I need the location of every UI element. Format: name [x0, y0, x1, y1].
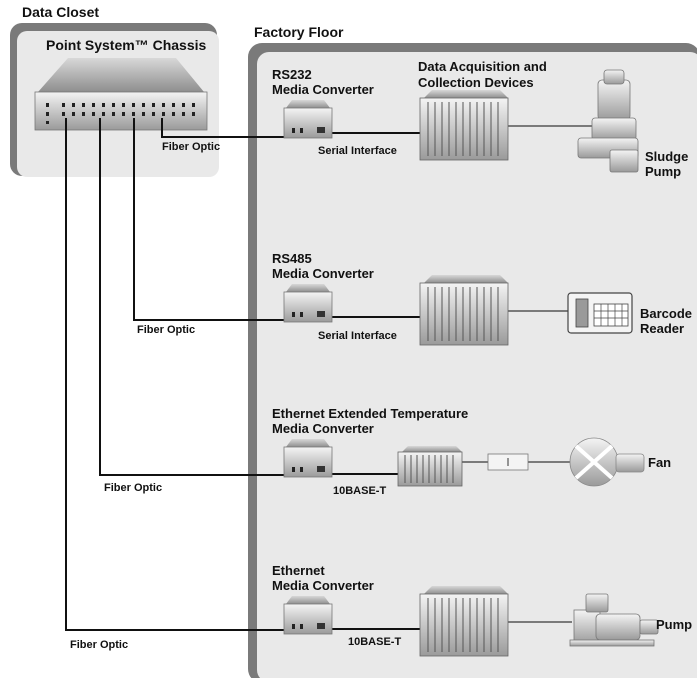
- eth-label-line2: Media Converter: [272, 578, 374, 593]
- fiber-label-eth: Fiber Optic: [70, 639, 128, 651]
- eth-ext-label-line1: Ethernet Extended Temperature: [272, 406, 468, 421]
- data-closet-title: Data Closet: [22, 4, 99, 20]
- eth-ext-label-line2: Media Converter: [272, 421, 374, 436]
- daq-device-4: [419, 586, 509, 657]
- daq-device-1: [419, 90, 509, 161]
- sludge-pump-label-line2: Pump: [645, 164, 681, 179]
- fiber-label-rs232: Fiber Optic: [162, 141, 220, 153]
- rs232-label-line2: Media Converter: [272, 82, 374, 97]
- factory-floor-panel: [248, 43, 697, 678]
- eth-link-label: 10BASE-T: [348, 636, 401, 648]
- eth-ext-media-converter: [283, 439, 333, 478]
- relay-box-icon: [487, 453, 529, 471]
- fiber-label-eth-ext: Fiber Optic: [104, 482, 162, 494]
- sludge-pump-icon: [577, 69, 639, 173]
- rs485-label-line2: Media Converter: [272, 266, 374, 281]
- daq-label-line1: Data Acquisition and: [418, 59, 547, 74]
- barcode-reader-label-line2: Reader: [640, 321, 684, 336]
- chassis-port-slots: [46, 103, 195, 124]
- fiber-label-rs485: Fiber Optic: [137, 324, 195, 336]
- barcode-reader-label-line1: Barcode: [640, 306, 692, 321]
- rs232-link-label: Serial Interface: [318, 145, 397, 157]
- rs232-label-line1: RS232: [272, 67, 312, 82]
- rs485-media-converter: [283, 284, 333, 323]
- chassis-title: Point System™ Chassis: [46, 37, 206, 53]
- rs485-label-line1: RS485: [272, 251, 312, 266]
- daq-device-3: [397, 446, 463, 487]
- fiber-link-rs485: [133, 118, 288, 321]
- eth-label-line1: Ethernet: [272, 563, 325, 578]
- rs485-link-label: Serial Interface: [318, 330, 397, 342]
- fan-icon: [569, 437, 645, 487]
- eth-ext-link-label: 10BASE-T: [333, 485, 386, 497]
- factory-floor-title: Factory Floor: [254, 24, 344, 40]
- fan-label: Fan: [648, 455, 671, 470]
- chassis-device: [34, 58, 208, 131]
- sludge-pump-label-line1: Sludge: [645, 149, 688, 164]
- pump-label: Pump: [656, 617, 692, 632]
- eth-media-converter: [283, 596, 333, 635]
- daq-device-2: [419, 275, 509, 346]
- fiber-link-rs232: [161, 118, 288, 138]
- rs232-media-converter: [283, 100, 333, 139]
- daq-label-line2: Collection Devices: [418, 75, 534, 90]
- pump-icon: [569, 593, 659, 647]
- barcode-reader-icon: [567, 292, 633, 334]
- fiber-link-eth-ext: [99, 118, 288, 476]
- fiber-link-eth: [65, 118, 288, 631]
